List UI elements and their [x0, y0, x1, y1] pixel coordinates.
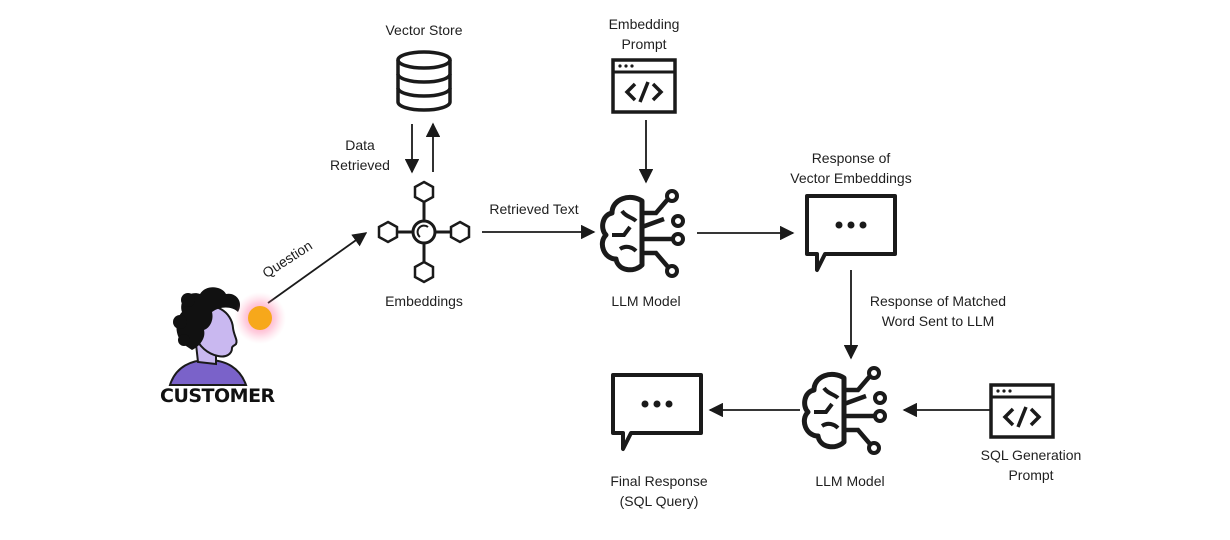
label-data-retrieved: Data Retrieved — [310, 135, 410, 175]
label-response-vector: Response of Vector Embeddings — [776, 148, 926, 188]
label-line: Response of Matched — [869, 293, 1007, 309]
label-retrieved-text: Retrieved Text — [489, 201, 579, 217]
label-line: Final Response — [610, 473, 708, 489]
label-vector-store: Vector Store — [385, 22, 463, 38]
code-window-icon — [611, 58, 677, 114]
brain-circuit-icon — [804, 368, 885, 453]
label-embedding-prompt: Embedding Prompt — [584, 14, 704, 54]
code-window-icon — [989, 383, 1055, 439]
label-line: Vector Embeddings — [790, 170, 912, 186]
chat-bubble-icon — [805, 194, 897, 272]
embeddings-network-icon — [377, 180, 471, 284]
label-line: Data — [345, 137, 375, 153]
label-response-matched: Response of Matched Word Sent to LLM — [858, 291, 1018, 331]
edges — [267, 120, 990, 418]
arrow-question — [267, 232, 368, 304]
database-icon — [396, 50, 452, 112]
label-llm-model-bottom: LLM Model — [815, 473, 885, 489]
brain-circuit-icon — [602, 191, 683, 276]
label-line: (SQL Query) — [619, 493, 699, 509]
label-customer: CUSTOMER — [160, 385, 275, 407]
label-llm-model-top: LLM Model — [611, 293, 681, 309]
label-line: Retrieved — [330, 157, 390, 173]
chat-bubble-icon — [611, 373, 703, 451]
label-sql-prompt: SQL Generation Prompt — [966, 445, 1096, 485]
label-line: Word Sent to LLM — [881, 313, 995, 329]
pointer-dot — [234, 292, 286, 344]
label-line: Response of — [811, 150, 891, 166]
customer-avatar-icon — [168, 287, 248, 386]
label-embeddings: Embeddings — [385, 293, 463, 309]
label-line: Prompt — [621, 36, 667, 52]
label-final-response: Final Response (SQL Query) — [594, 471, 724, 511]
label-line: SQL Generation — [980, 447, 1082, 463]
label-line: Embedding — [608, 16, 680, 32]
label-line: Prompt — [1008, 467, 1054, 483]
